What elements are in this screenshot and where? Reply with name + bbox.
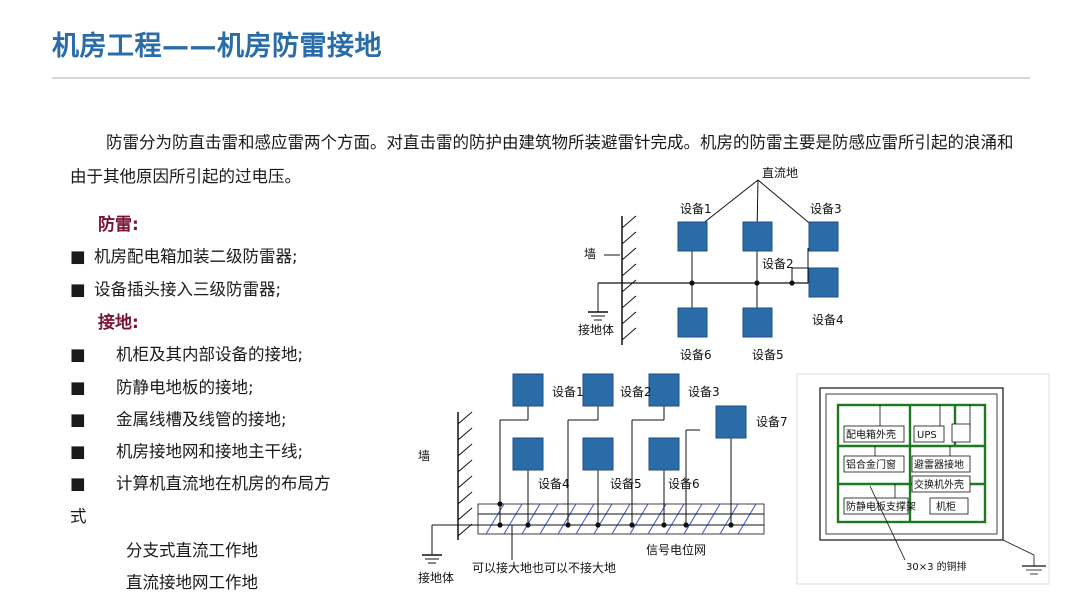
earth-label: 接地体 (418, 570, 454, 585)
device-box (742, 221, 773, 252)
device-label: 设备2 (620, 385, 652, 399)
intro-paragraph: 防雷分为防直击雷和感应雷两个方面。对直击雷的防护由建筑物所装避雷针完成。机房的防… (70, 133, 1014, 186)
signal-net-label: 信号电位网 (646, 542, 706, 557)
list-item: ■机房接地网和接地主干线; (70, 442, 304, 461)
device-label: 设备5 (752, 348, 784, 362)
device-box (808, 267, 839, 298)
device-box (512, 373, 544, 407)
bullet-icon: ■ (70, 410, 86, 429)
list-item: ■计算机直流地在机房的布局方 (70, 474, 331, 493)
title-divider (52, 77, 1030, 79)
wall-label: 墙 (584, 247, 596, 261)
device-label: 设备7 (756, 415, 788, 429)
room-box-label: 防静电板支撑架 (846, 500, 916, 513)
device-label: 设备6 (680, 348, 712, 362)
device-label: 设备3 (810, 202, 842, 216)
list-item-tail: 式 (70, 507, 87, 526)
sub-item: 直流接地网工作地 (126, 573, 258, 592)
room-box-label: 交换机外壳 (914, 478, 964, 491)
ground-note: 可以接大地也可以不接大地 (472, 560, 616, 575)
bullet-icon: ■ (70, 442, 86, 461)
diagram-signal-net: 墙 接地体 (418, 373, 788, 585)
list-item: ■机柜及其内部设备的接地; (70, 345, 304, 364)
device-box (648, 373, 680, 407)
device-box (648, 437, 680, 471)
copper-bar-label: 30×3 的铜排 (906, 560, 967, 573)
bullet-icon: ■ (70, 474, 86, 493)
bullet-icon: ■ (70, 280, 86, 299)
dc-ground-label: 直流地 (762, 166, 798, 180)
room-box-label: 机柜 (936, 500, 956, 513)
device-box (582, 437, 614, 471)
bullet-icon: ■ (70, 247, 86, 266)
device-box (808, 221, 839, 252)
device-label: 设备2 (762, 257, 794, 271)
bullet-icon: ■ (70, 378, 86, 397)
room-box-label: 避雷器接地 (914, 458, 964, 471)
earth-label: 接地体 (578, 322, 614, 337)
device-label: 设备1 (680, 202, 712, 216)
device-box (715, 405, 747, 439)
bullet-icon: ■ (70, 345, 86, 364)
list-item: ■金属线槽及线管的接地; (70, 410, 287, 429)
room-box-label: UPS (917, 430, 937, 441)
heading-lightning: 防雷: (98, 215, 139, 235)
device-label: 设备4 (538, 477, 570, 491)
list-item: ■机房配电箱加装二级防雷器; (70, 247, 298, 266)
diagram-room-grounding: 配电箱外壳 UPS 铝合金门窗 避雷器接地 交换机外壳 防静电板支撑架 机柜 3… (796, 373, 1050, 585)
page-title: 机房工程——机房防雷接地 (52, 31, 382, 62)
device-label: 设备1 (552, 385, 584, 399)
device-box (677, 221, 708, 252)
device-label: 设备6 (668, 477, 700, 491)
list-item: ■防静电地板的接地; (70, 378, 254, 397)
device-box (582, 373, 614, 407)
device-label: 设备3 (688, 385, 720, 399)
device-box (677, 307, 708, 338)
heading-grounding: 接地: (98, 313, 139, 333)
room-box-label: 配电箱外壳 (846, 428, 896, 441)
device-label: 设备4 (812, 313, 844, 327)
wall-label: 墙 (418, 449, 430, 463)
device-label: 设备5 (610, 477, 642, 491)
list-item: ■设备插头接入三级防雷器; (70, 280, 282, 299)
room-box-label: 铝合金门窗 (846, 458, 896, 471)
sub-item: 分支式直流工作地 (126, 541, 258, 560)
device-box (512, 437, 544, 471)
device-box (742, 307, 773, 338)
diagram-dc-ground: 直流地 墙 接地体 (578, 166, 844, 362)
